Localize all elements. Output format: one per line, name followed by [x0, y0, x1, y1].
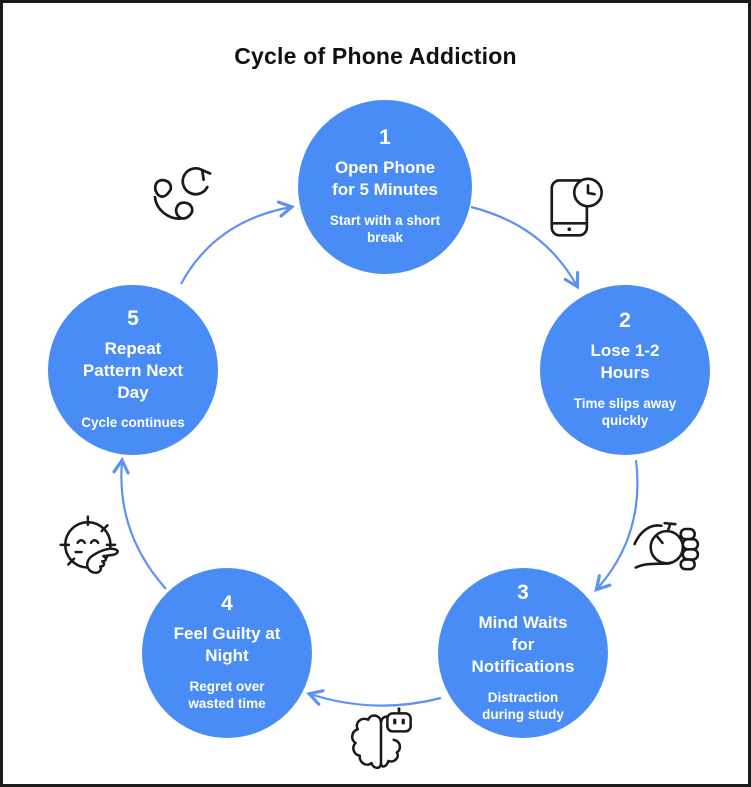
page-title: Cycle of Phone Addiction: [234, 43, 517, 69]
step-title: Lose 1-2 Hours: [590, 341, 660, 382]
step-circle-2: 2 Lose 1-2 Hours Time slips away quickly: [540, 285, 710, 455]
step-subtitle: Time slips away quickly: [573, 395, 677, 429]
phone-clock-icon: [550, 177, 603, 237]
step-number: 1: [379, 126, 391, 150]
step-circle-5: 5 Repeat Pattern Next Day Cycle continue…: [48, 285, 218, 455]
step-subtitle: Start with a short break: [329, 212, 441, 246]
step-number: 5: [127, 307, 139, 331]
step-number: 3: [517, 581, 529, 605]
brain-robot-icon: [350, 707, 412, 770]
step-circle-4: 4 Feel Guilty at Night Regret over waste…: [142, 568, 312, 738]
step-circle-1: 1 Open Phone for 5 Minutes Start with a …: [298, 100, 472, 274]
step-title: Open Phone for 5 Minutes: [332, 158, 438, 199]
step-number: 2: [619, 309, 631, 333]
step-circle-3: 3 Mind Waits for Notifications Distracti…: [438, 568, 608, 738]
step-subtitle: Regret over wasted time: [188, 678, 266, 712]
thinking-face-icon: [59, 515, 119, 574]
stopwatch-hand-icon: [633, 521, 700, 571]
step-title: Repeat Pattern Next Day: [82, 339, 184, 402]
step-subtitle: Cycle continues: [81, 415, 185, 431]
step-subtitle: Distraction during study: [482, 689, 564, 723]
step-number: 4: [221, 592, 233, 616]
phone-refresh-icon: [153, 167, 212, 220]
step-title: Mind Waits for Notifications: [471, 613, 575, 676]
step-title: Feel Guilty at Night: [173, 624, 281, 665]
arrow-3-to-4: [306, 689, 442, 707]
